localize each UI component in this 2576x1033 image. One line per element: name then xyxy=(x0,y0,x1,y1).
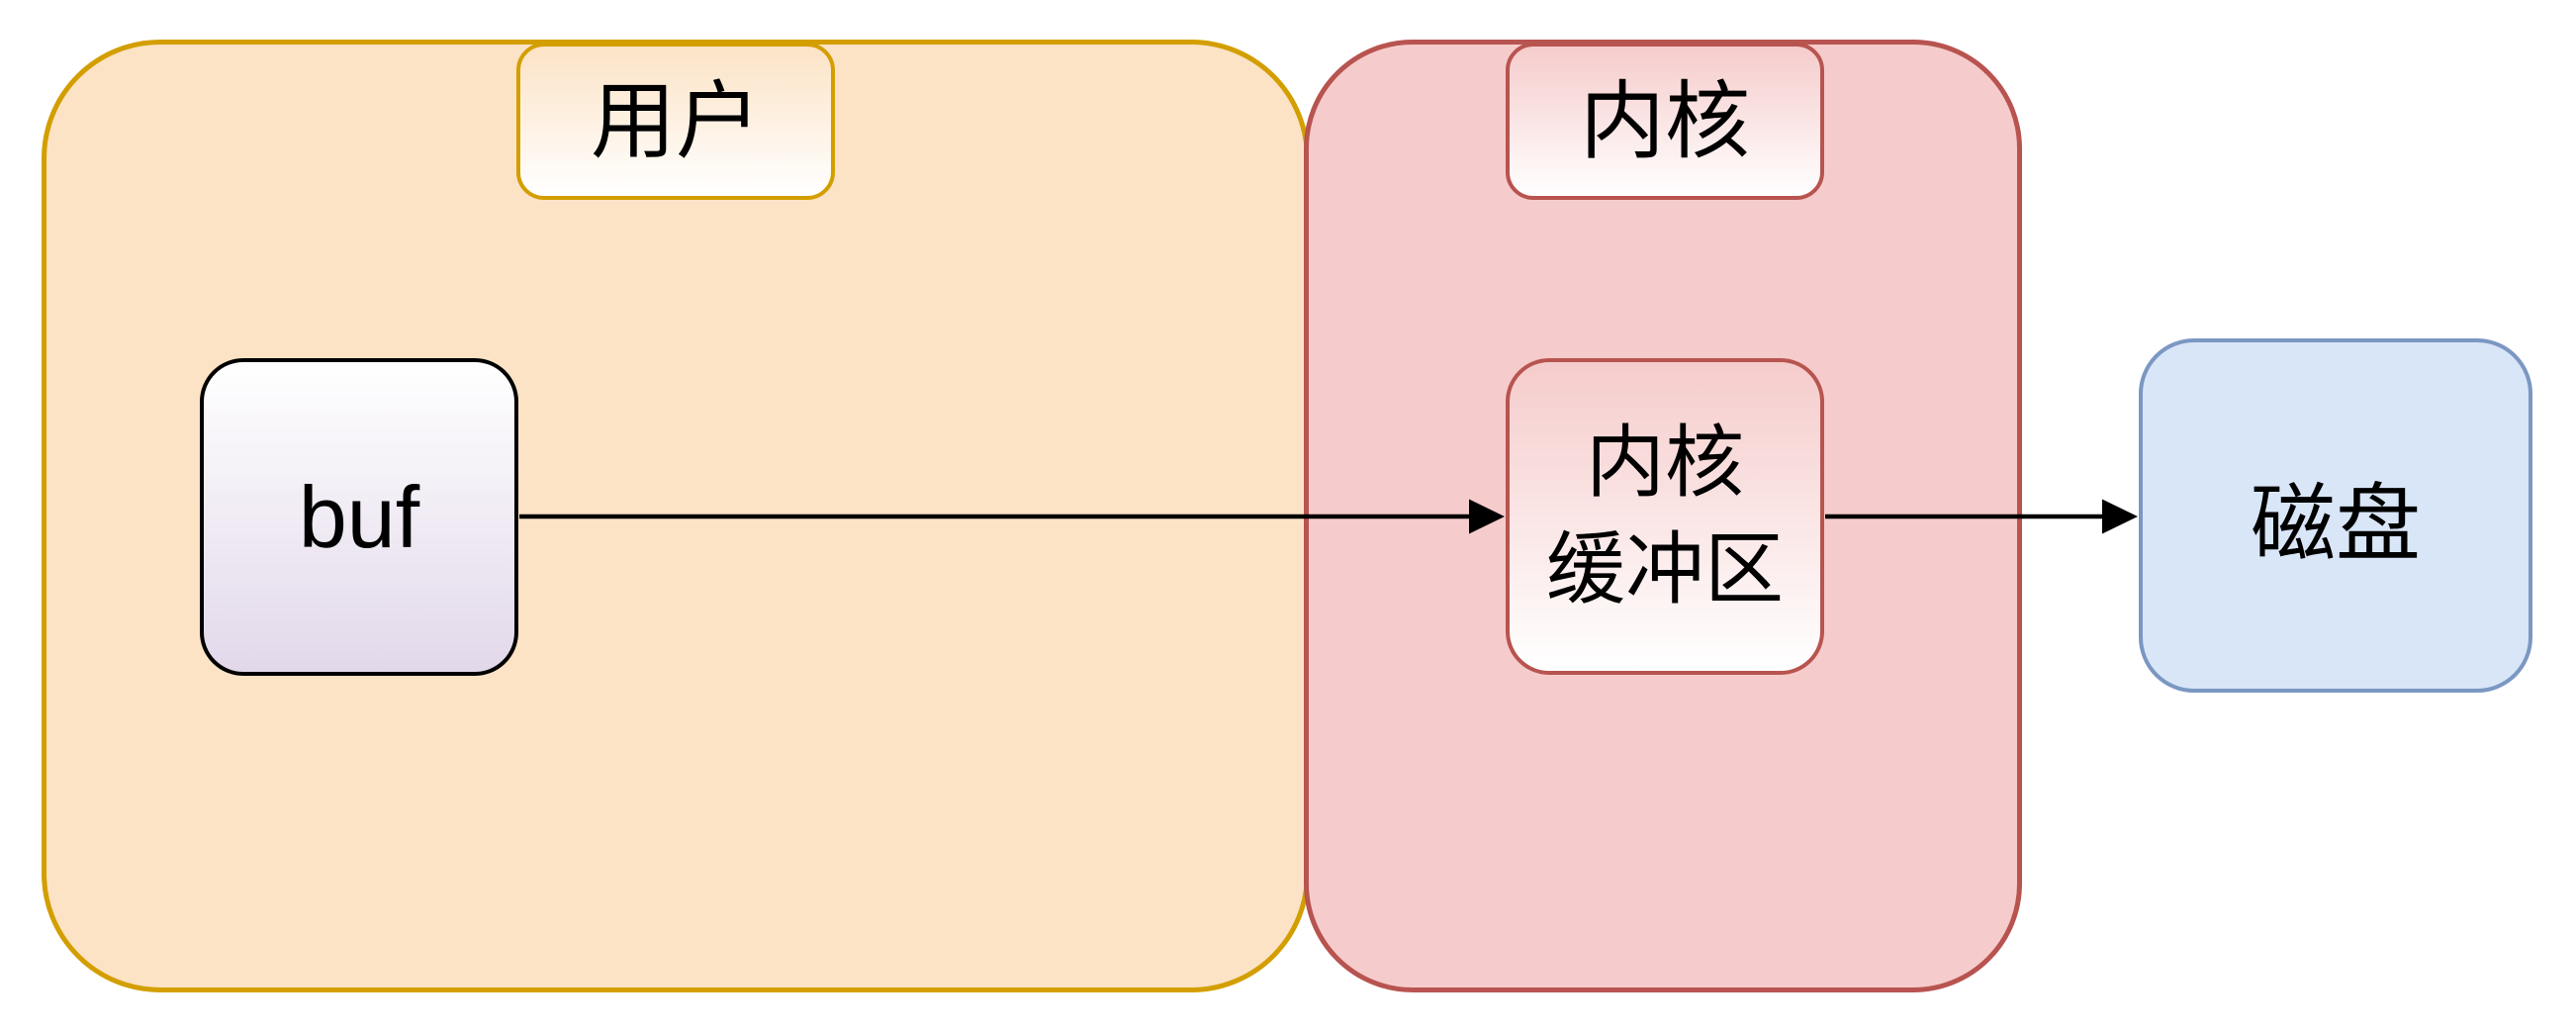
kernel-space-label: 内核 xyxy=(1506,43,1824,200)
kernel-buffer-node-label: 内核 缓冲区 xyxy=(1546,410,1784,623)
buf-node: buf xyxy=(200,358,518,676)
user-space-label-text: 用户 xyxy=(591,73,761,169)
user-space-label: 用户 xyxy=(516,43,835,200)
kernel-buffer-node: 内核 缓冲区 xyxy=(1506,358,1824,675)
disk-node: 磁盘 xyxy=(2139,338,2532,693)
buf-node-label: buf xyxy=(298,467,420,566)
kernel-buffer-line2: 缓冲区 xyxy=(1546,525,1784,613)
kernel-space-label-text: 内核 xyxy=(1580,73,1750,169)
disk-node-label: 磁盘 xyxy=(2251,476,2421,572)
kernel-buffer-line1: 内核 xyxy=(1586,419,1744,507)
